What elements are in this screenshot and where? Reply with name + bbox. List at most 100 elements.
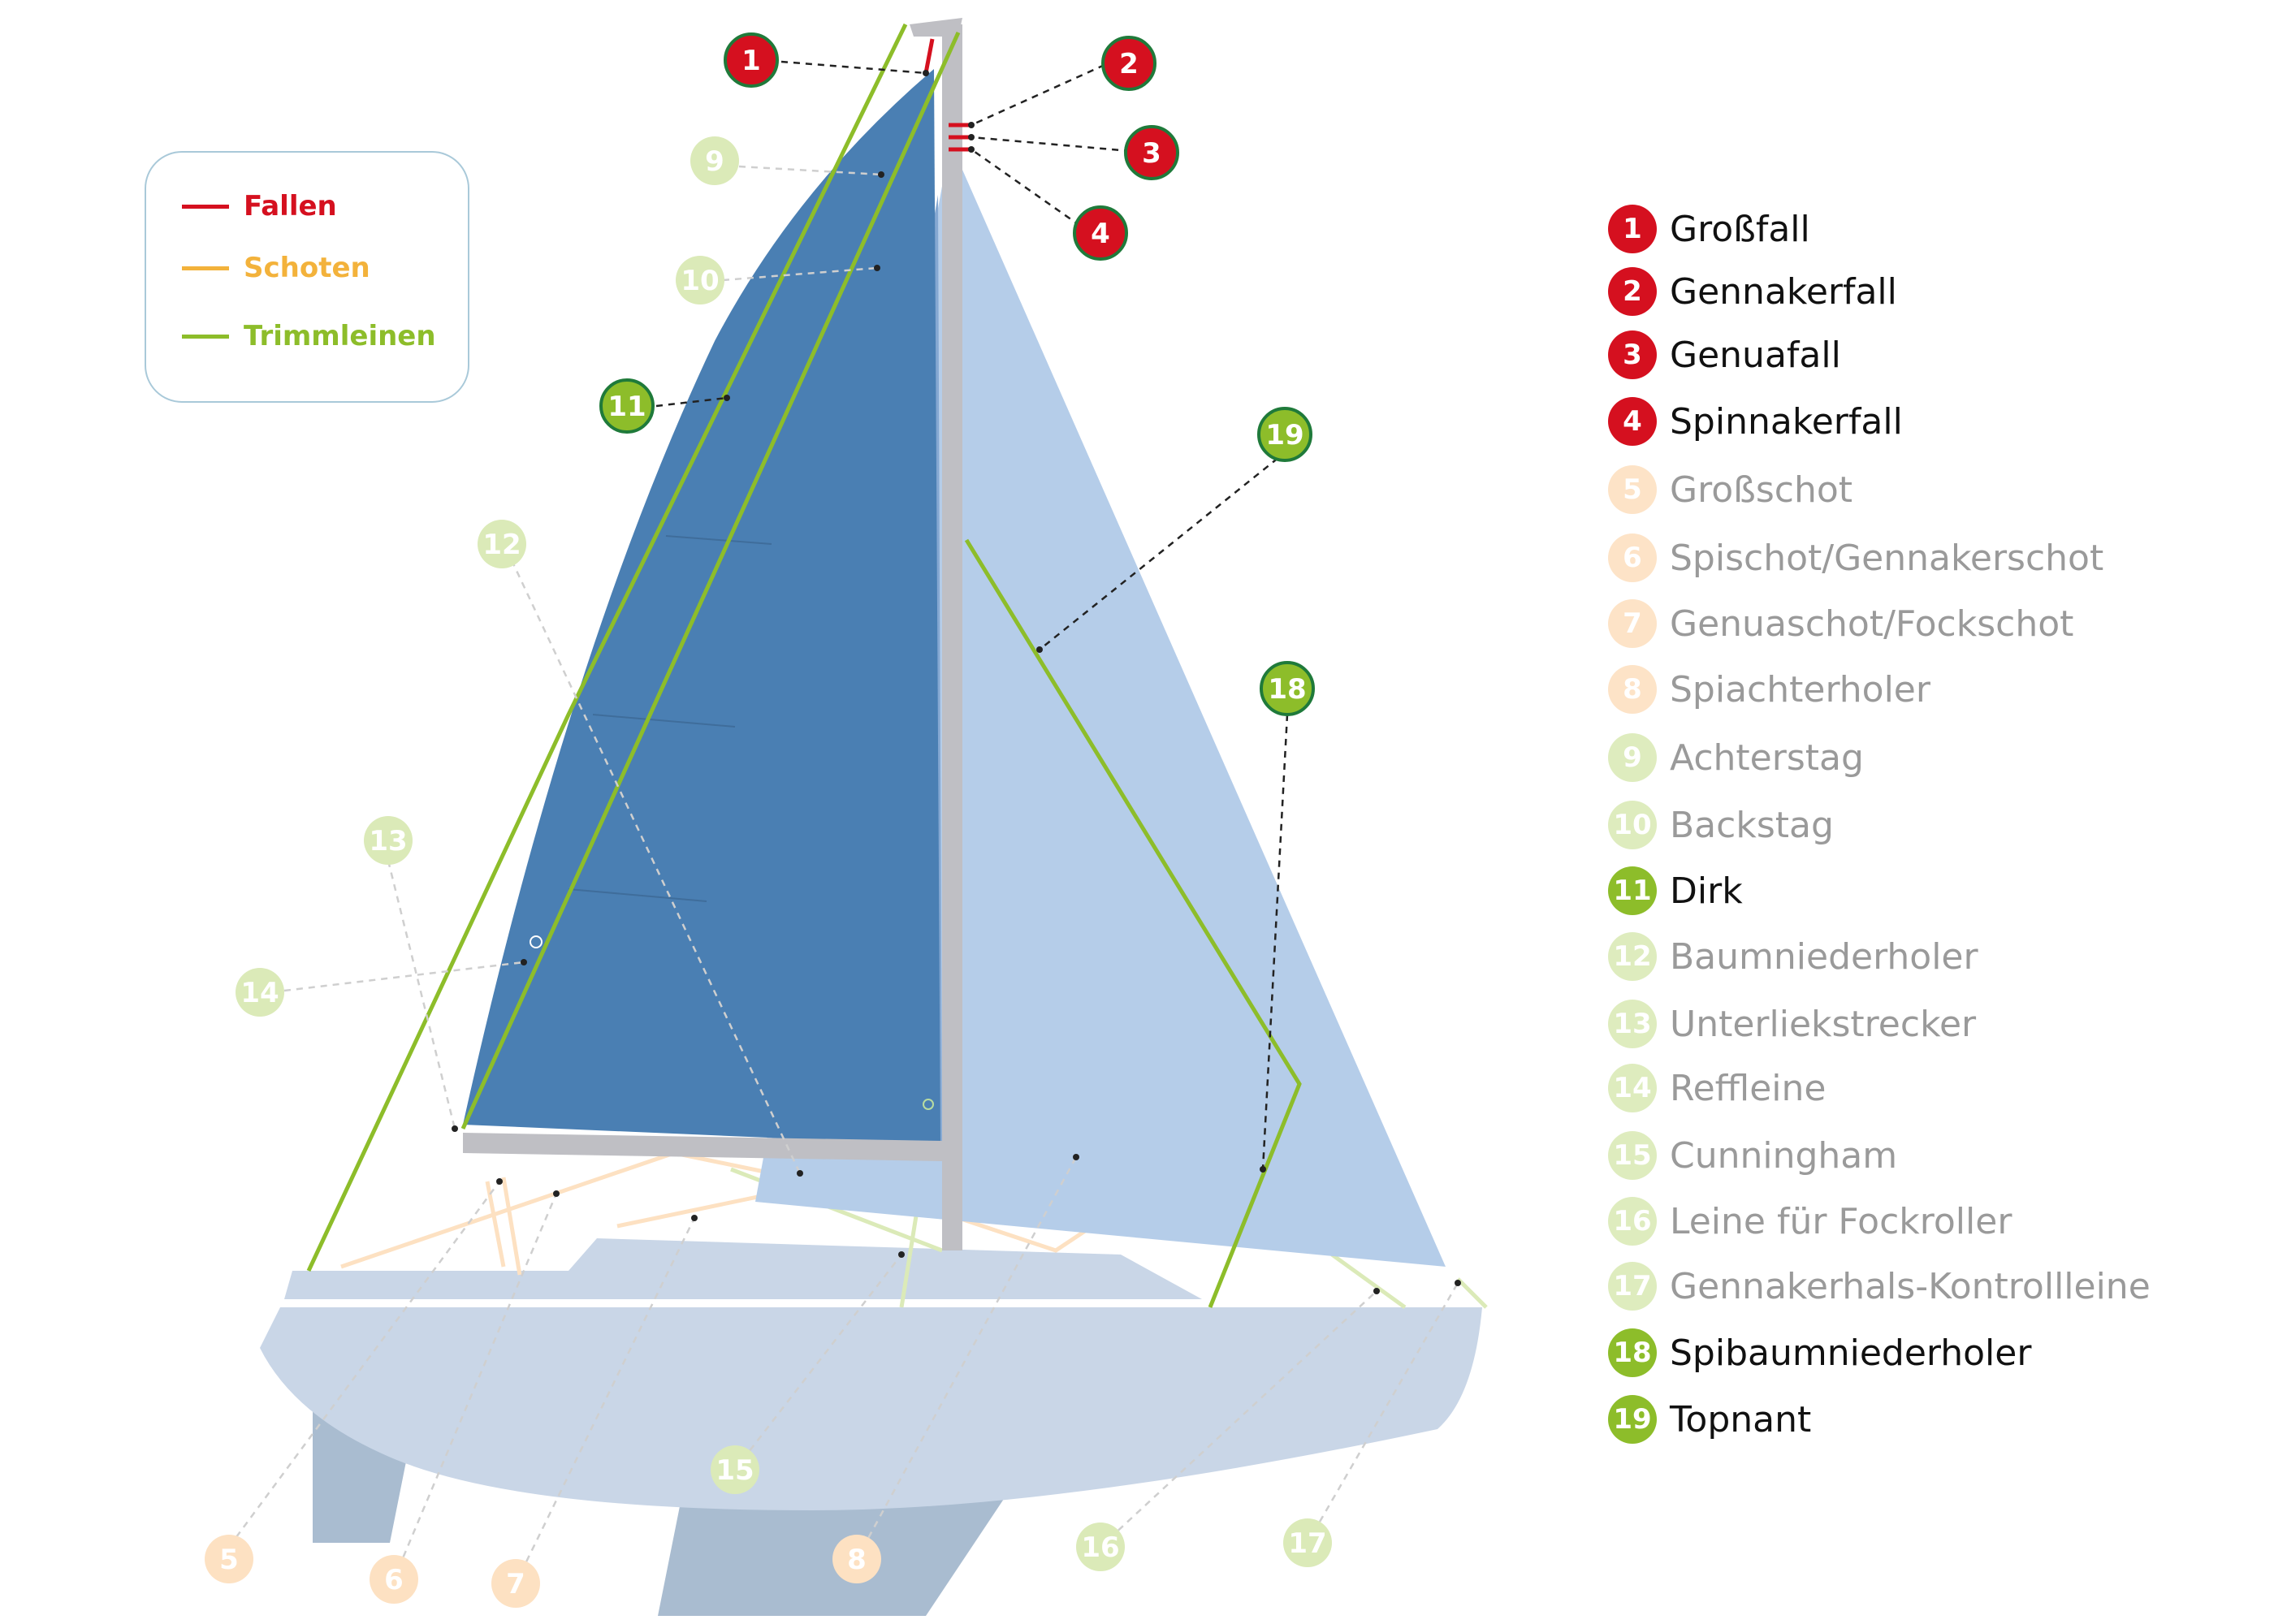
- deck: [284, 1238, 1202, 1299]
- part-name: Dirk: [1670, 870, 1743, 912]
- legend-item-fallen: Fallen: [182, 190, 337, 222]
- part-name: Reffleine: [1670, 1067, 1827, 1109]
- diagram-badge-number: 14: [240, 977, 279, 1009]
- diagram-badge-3: [1124, 125, 1179, 180]
- diagram-badge-number: 6: [384, 1564, 404, 1596]
- part-item-10: 10 Backstag: [1608, 799, 1834, 851]
- legend-line-schoten: [182, 266, 229, 270]
- mast-top: [910, 18, 962, 37]
- diagram-badge-number: 13: [369, 825, 407, 857]
- part-item-7: 7 Genuaschot/Fockschot: [1608, 598, 2073, 650]
- part-item-4: 4 Spinnakerfall: [1608, 395, 1903, 447]
- diagram-badge-1: [724, 32, 779, 88]
- trim-lines: [306, 23, 1302, 1308]
- part-number-badge: 13: [1608, 1000, 1657, 1048]
- keel: [658, 1494, 1007, 1616]
- legend-box: Fallen Schoten Trimmleinen: [145, 151, 469, 403]
- diagram-badge-9: [690, 136, 739, 185]
- diagram-badge-15: [711, 1445, 759, 1494]
- part-item-13: 13 Unterliekstrecker: [1608, 998, 1976, 1050]
- diagram-badge-number: 3: [1142, 137, 1161, 170]
- legend-label-schoten: Schoten: [244, 252, 370, 284]
- part-name: Genuafall: [1670, 334, 1841, 376]
- diagram-badge-number: 17: [1288, 1527, 1326, 1560]
- part-name: Unterliekstrecker: [1670, 1003, 1977, 1045]
- diagram-badge-number: 8: [847, 1544, 867, 1576]
- diagram-badge-number: 15: [715, 1454, 754, 1487]
- part-item-2: 2 Gennakerfall: [1608, 266, 1897, 317]
- part-name: Topnant: [1670, 1398, 1812, 1440]
- part-item-9: 9 Achterstag: [1608, 732, 1864, 784]
- part-name: Großfall: [1670, 208, 1810, 250]
- part-number-badge: 6: [1608, 533, 1657, 582]
- part-item-17: 17 Gennakerhals-Kontrollleine: [1608, 1260, 2151, 1312]
- diagram-badge-13: [364, 816, 413, 865]
- diagram-badge-17: [1283, 1518, 1332, 1567]
- part-number-badge: 12: [1608, 932, 1657, 981]
- diagram-badge-6: [370, 1555, 418, 1604]
- legend-label-trimmleinen: Trimmleinen: [244, 320, 436, 352]
- diagram-badge-number: 9: [705, 145, 724, 178]
- part-name: Backstag: [1670, 804, 1834, 846]
- part-item-16: 16 Leine für Fockroller: [1608, 1195, 2012, 1247]
- part-number-badge: 16: [1608, 1197, 1657, 1246]
- diagram-badge-number: 4: [1091, 218, 1110, 250]
- part-item-3: 3 Genuafall: [1608, 329, 1841, 381]
- part-number-badge: 2: [1608, 267, 1657, 316]
- diagram-badge-number: 1: [741, 45, 761, 77]
- part-name: Gennakerhals-Kontrollleine: [1670, 1265, 2151, 1307]
- diagram-badge-number: 16: [1081, 1531, 1119, 1564]
- part-number-badge: 5: [1608, 465, 1657, 514]
- boom: [463, 1133, 942, 1161]
- part-number-badge: 17: [1608, 1262, 1657, 1311]
- diagram-badge-2: [1101, 36, 1156, 91]
- part-name: Genuaschot/Fockschot: [1670, 603, 2074, 645]
- part-number-badge: 7: [1608, 599, 1657, 648]
- legend-item-trimmleinen: Trimmleinen: [182, 320, 436, 352]
- part-item-11: 11 Dirk: [1608, 865, 1743, 917]
- legend-label-fallen: Fallen: [244, 190, 337, 222]
- part-item-1: 1 Großfall: [1608, 203, 1810, 255]
- part-name: Leine für Fockroller: [1670, 1200, 2012, 1242]
- part-name: Gennakerfall: [1670, 270, 1897, 313]
- part-item-6: 6 Spischot/Gennakerschot: [1608, 532, 2103, 584]
- part-number-badge: 10: [1608, 801, 1657, 849]
- legend-line-trimmleinen: [182, 334, 229, 339]
- part-item-19: 19 Topnant: [1608, 1393, 1811, 1445]
- diagram-badge-11: [599, 378, 655, 434]
- part-number-badge: 9: [1608, 733, 1657, 782]
- part-number-badge: 18: [1608, 1328, 1657, 1377]
- part-number-badge: 11: [1608, 866, 1657, 915]
- diagram-badge-12: [478, 520, 526, 568]
- mast: [942, 24, 962, 1250]
- diagram-badge-7: [491, 1559, 540, 1608]
- part-name: Spinnakerfall: [1670, 400, 1903, 443]
- part-number-badge: 3: [1608, 330, 1657, 379]
- part-name: Spibaumniederholer: [1670, 1332, 2032, 1374]
- diagram-badge-8: [832, 1535, 881, 1583]
- diagram-badge-18: [1260, 661, 1315, 716]
- part-number-badge: 8: [1608, 665, 1657, 714]
- part-number-badge: 1: [1608, 205, 1657, 253]
- part-name: Achterstag: [1670, 736, 1864, 779]
- diagram-badge-16: [1076, 1522, 1125, 1571]
- part-number-badge: 4: [1608, 397, 1657, 446]
- diagram-badge-5: [205, 1535, 253, 1583]
- diagram-badge-19: [1257, 407, 1312, 462]
- diagram-badge-14: [236, 968, 284, 1017]
- diagram-badge-number: 7: [506, 1568, 525, 1600]
- part-number-badge: 14: [1608, 1064, 1657, 1112]
- part-number-badge: 19: [1608, 1395, 1657, 1444]
- diagram-badge-number: 2: [1119, 48, 1139, 80]
- part-name: Cunningham: [1670, 1134, 1898, 1177]
- part-name: Großschot: [1670, 469, 1853, 511]
- part-item-8: 8 Spiachterholer: [1608, 663, 1930, 715]
- part-name: Spischot/Gennakerschot: [1670, 537, 2104, 579]
- part-name: Spiachterholer: [1670, 668, 1930, 710]
- diagram-badge-number: 12: [482, 529, 521, 561]
- diagram-badge-10: [676, 256, 724, 304]
- diagram-badge-number: 11: [607, 391, 646, 423]
